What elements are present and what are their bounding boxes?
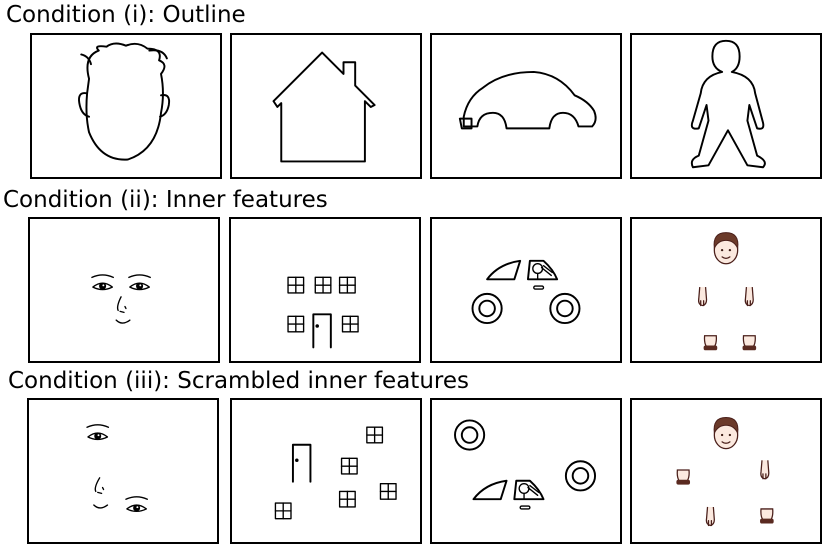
condition-title-scrambled: Condition (iii): Scrambled inner feature…: [8, 368, 469, 394]
left-eye-icon: [91, 274, 114, 291]
car-inner-features-drawing: [471, 259, 581, 325]
head-icon: [713, 231, 739, 265]
hand-icon: [760, 459, 770, 480]
outline-body-panel: [630, 33, 822, 179]
eye-icon: [125, 496, 148, 513]
nose-icon: [94, 477, 105, 495]
foot-icon: [759, 508, 775, 525]
inner-house-panel: [229, 217, 421, 363]
face-scrambled-features-drawing: [86, 424, 148, 513]
body-inner-features-drawing: [697, 231, 757, 351]
car-scrambled-features-drawing: [454, 419, 597, 510]
outline-face-panel: [30, 33, 222, 179]
wheel-icon: [564, 460, 597, 492]
inner-body-panel: [630, 217, 822, 363]
nose-icon: [116, 296, 127, 314]
right-foot-icon: [741, 335, 757, 351]
car-outline-drawing: [458, 70, 597, 130]
car-windows-icon: [486, 259, 559, 291]
inner-face-panel: [28, 217, 220, 363]
hand-icon: [705, 506, 715, 527]
rear-wheel-icon: [549, 292, 581, 325]
scrambled-face-panel: [27, 398, 219, 544]
door-icon: [291, 443, 312, 483]
outline-house-panel: [230, 33, 422, 179]
body-scrambled-features-drawing: [675, 416, 775, 527]
left-hand-icon: [697, 286, 708, 307]
outline-car-panel: [430, 33, 622, 179]
face-outline-drawing: [78, 42, 171, 161]
eye-icon: [86, 424, 110, 441]
house-outline-drawing: [272, 51, 376, 163]
condition-title-inner-features: Condition (ii): Inner features: [3, 187, 328, 213]
door-icon: [312, 313, 332, 349]
car-windows-icon: [472, 479, 545, 510]
wheel-icon: [454, 419, 486, 451]
house-inner-features-drawing: [287, 276, 359, 349]
left-foot-icon: [702, 335, 718, 351]
scrambled-body-panel: [630, 398, 822, 544]
condition-title-outline: Condition (i): Outline: [6, 2, 246, 28]
front-wheel-icon: [471, 292, 503, 325]
right-eye-icon: [128, 274, 151, 291]
inner-car-panel: [430, 217, 622, 363]
house-scrambled-features-drawing: [274, 426, 397, 520]
head-icon: [713, 416, 739, 450]
foot-icon: [675, 469, 691, 486]
right-hand-icon: [744, 286, 754, 307]
mouth-icon: [93, 504, 109, 509]
mouth-icon: [115, 319, 131, 324]
scrambled-house-panel: [230, 398, 422, 544]
face-inner-features-drawing: [91, 274, 151, 324]
body-outline-drawing: [690, 39, 766, 169]
scrambled-car-panel: [430, 398, 622, 544]
